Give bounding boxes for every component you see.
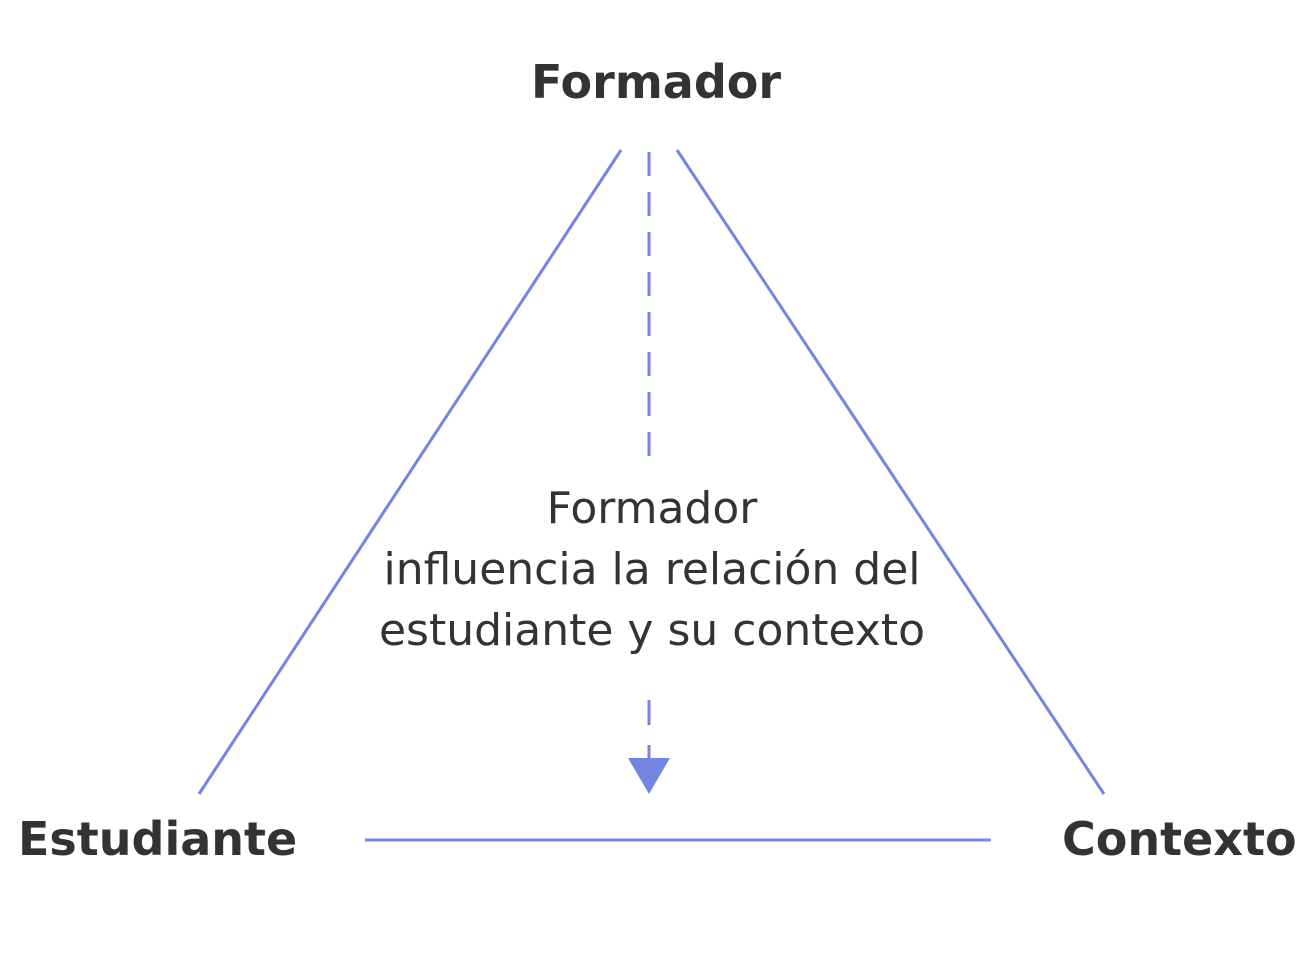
edge-formador-contexto: [675, 149, 1106, 795]
node-formador: Formador: [531, 55, 782, 109]
caption-line-3: estudiante y su contexto: [378, 605, 926, 656]
edge-formador-estudiante: [197, 149, 623, 795]
node-estudiante: Estudiante: [18, 812, 298, 866]
caption-line-2: influencia la relación del: [383, 544, 921, 595]
caption-line-1: Formador: [546, 483, 758, 534]
node-contexto: Contexto: [1062, 812, 1297, 866]
influence-caption: Formador influencia la relación del estu…: [352, 478, 952, 661]
arrow-head-icon: [628, 758, 670, 794]
